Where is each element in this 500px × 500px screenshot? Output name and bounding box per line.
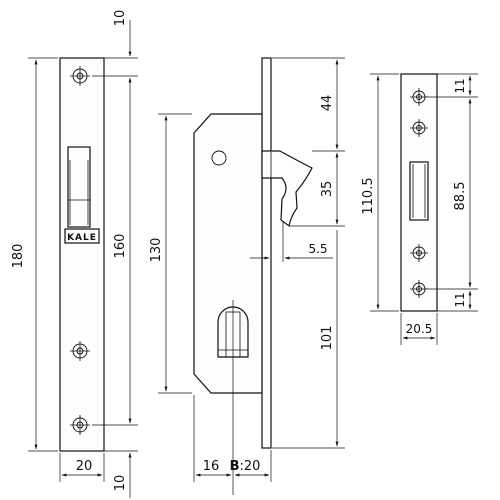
dim-strike-hole-spacing: 88.5 bbox=[453, 182, 468, 211]
dim-side-hook-top: 44 bbox=[320, 95, 335, 112]
dim-backset-prefix: B bbox=[230, 459, 240, 474]
front-screw-hole-3 bbox=[70, 415, 90, 435]
side-faceplate bbox=[261, 57, 272, 449]
dim-front-bottom-offset: 10 bbox=[113, 475, 128, 492]
front-screw-hole-2 bbox=[70, 341, 90, 361]
spindle-hole bbox=[211, 150, 227, 166]
front-faceplate bbox=[59, 57, 105, 452]
dim-side-left-width: 16 bbox=[203, 459, 220, 474]
dim-side-body-height: 130 bbox=[149, 238, 164, 263]
svg-text:B:20: B:20 bbox=[230, 459, 261, 474]
dim-backset-value: :20 bbox=[240, 459, 261, 474]
side-view: 130 44 35 5.5 101 16 B:20 bbox=[149, 57, 345, 495]
dim-strike-top-margin: 11 bbox=[453, 78, 467, 93]
dim-front-top-offset: 10 bbox=[113, 10, 128, 27]
dim-strike-height: 110.5 bbox=[361, 177, 376, 214]
hook-bolt bbox=[261, 150, 313, 228]
strike-screw-hole-3 bbox=[410, 244, 428, 262]
strike-screw-hole-1 bbox=[410, 88, 428, 106]
dim-side-hook-offset: 5.5 bbox=[308, 242, 327, 256]
dim-front-inner-height: 160 bbox=[113, 234, 128, 259]
dim-strike-bottom-margin: 11 bbox=[453, 292, 467, 307]
strike-slot bbox=[409, 161, 429, 221]
strike-plate bbox=[400, 73, 438, 312]
front-latch-window bbox=[67, 146, 91, 228]
dim-strike-width: 20.5 bbox=[406, 322, 433, 336]
dim-side-hook-height: 35 bbox=[320, 181, 335, 198]
brand-logo: KALE bbox=[67, 233, 97, 243]
front-view: KALE 180 160 10 10 bbox=[11, 10, 138, 498]
front-screw-hole-1 bbox=[70, 66, 90, 86]
brand-plate bbox=[64, 228, 100, 244]
strike-screw-hole-2 bbox=[410, 119, 428, 137]
dim-front-width: 20 bbox=[76, 459, 93, 474]
strike-screw-hole-4 bbox=[410, 280, 428, 298]
dim-front-overall-height: 180 bbox=[11, 244, 26, 269]
dim-side-cylinder-to-bottom: 101 bbox=[320, 326, 335, 351]
strike-plate-view: 110.5 88.5 11 11 20.5 bbox=[361, 73, 478, 345]
